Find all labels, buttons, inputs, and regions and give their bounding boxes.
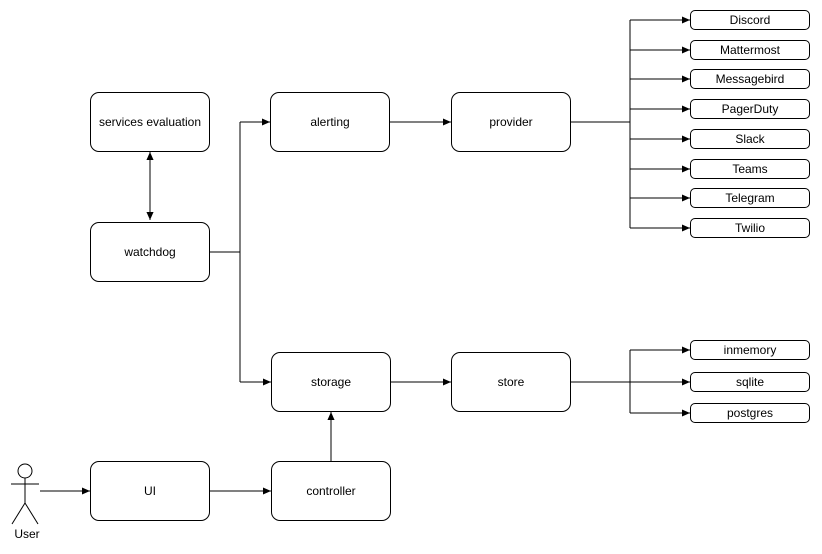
store-item-postgres: postgres [690, 403, 810, 423]
provider-item-twilio: Twilio [690, 218, 810, 238]
provider-item-telegram: Telegram [690, 188, 810, 208]
node-controller: controller [271, 461, 391, 521]
provider-item-mattermost: Mattermost [690, 40, 810, 60]
store-item-sqlite: sqlite [690, 372, 810, 392]
provider-item-teams: Teams [690, 159, 810, 179]
node-alerting: alerting [270, 92, 390, 152]
provider-item-discord: Discord [690, 10, 810, 30]
user-actor-icon [11, 463, 39, 525]
node-watchdog: watchdog [90, 222, 210, 282]
node-storage: storage [271, 352, 391, 412]
user-actor-label: User [14, 527, 40, 541]
store-item-inmemory: inmemory [690, 340, 810, 360]
node-store: store [451, 352, 571, 412]
provider-item-messagebird: Messagebird [690, 69, 810, 89]
provider-item-pagerduty: PagerDuty [690, 99, 810, 119]
node-provider: provider [451, 92, 571, 152]
node-ui: UI [90, 461, 210, 521]
node-services-evaluation: services evaluation [90, 92, 210, 152]
provider-item-slack: Slack [690, 129, 810, 149]
